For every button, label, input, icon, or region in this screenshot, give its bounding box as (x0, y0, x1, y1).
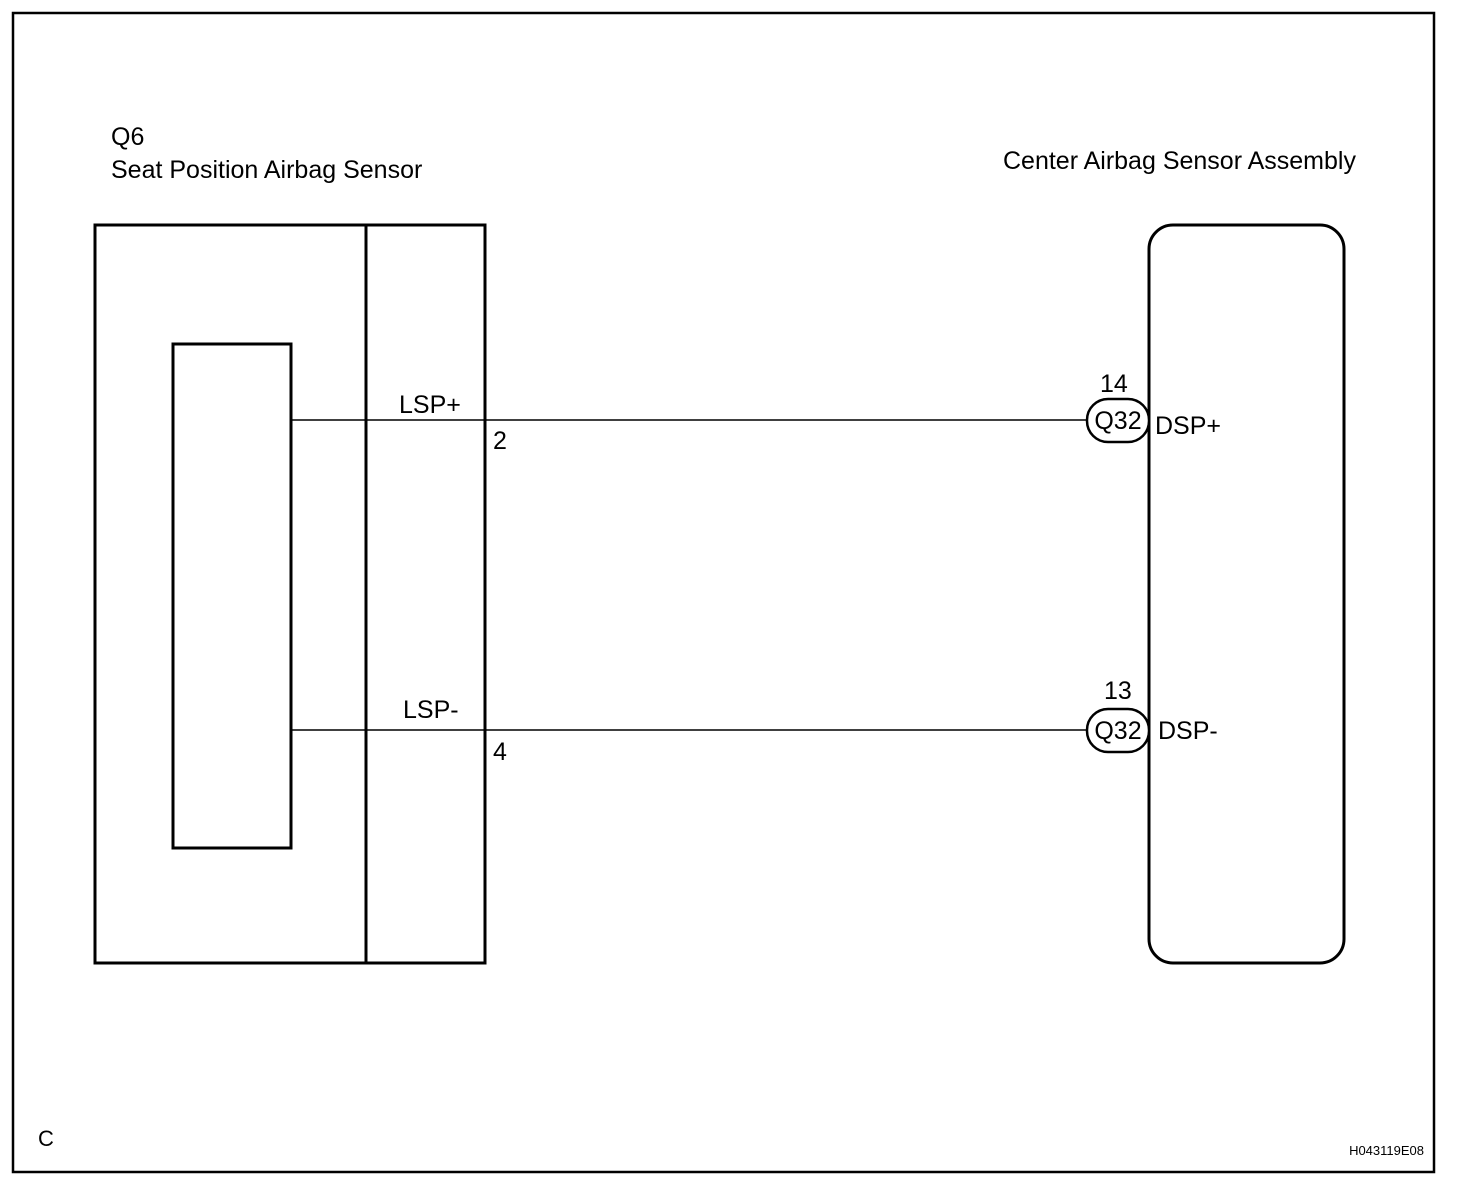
diagram-frame (11, 11, 1436, 1174)
left-component-code: Q6 (111, 123, 144, 151)
left-component-name: Seat Position Airbag Sensor (111, 156, 422, 184)
left-terminal-label: LSP- (403, 696, 459, 724)
connector-badge (1085, 707, 1151, 754)
connector-code: Q32 (1094, 717, 1141, 745)
left-pin-number: 2 (493, 427, 507, 455)
right-terminal-label: DSP- (1158, 717, 1218, 745)
connector-badge (1085, 397, 1151, 444)
right-component-name: Center Airbag Sensor Assembly (1003, 147, 1356, 175)
right-pin-number: 13 (1104, 677, 1132, 705)
figure-code: H043119E08 (1349, 1143, 1424, 1158)
left-terminal-label: LSP+ (399, 391, 461, 419)
corner-letter: C (38, 1126, 54, 1151)
connector-code: Q32 (1094, 407, 1141, 435)
right-terminal-label: DSP+ (1155, 412, 1221, 440)
seat-sensor-element (171, 342, 293, 850)
center-sensor-body (1147, 223, 1346, 965)
right-pin-number: 14 (1100, 370, 1128, 398)
seat-sensor-body (93, 223, 487, 965)
left-pin-number: 4 (493, 738, 507, 766)
wire-lsp-plus: LSP+ 2 14 Q32 DSP+ (291, 370, 1221, 455)
wire-lsp-minus: LSP- 4 13 Q32 DSP- (291, 677, 1218, 766)
